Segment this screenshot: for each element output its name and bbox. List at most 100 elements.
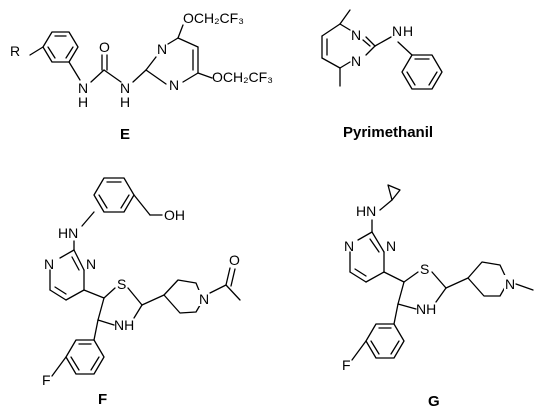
- structure-pyrimethanil: N N N H Pyrimethanil: [321, 9, 443, 141]
- g-atom-n3: N: [505, 276, 515, 292]
- pm-methyl-top: [339, 9, 351, 25]
- g-fph-inner3: [390, 340, 400, 355]
- caption-g: G: [428, 393, 440, 410]
- e-pyr-b1: [145, 56, 157, 71]
- e-o1-bond: [177, 24, 184, 39]
- f-fph-inner3: [90, 356, 100, 371]
- e-pyr-b6: [145, 69, 167, 85]
- e-bond-c-nh2: [103, 69, 122, 83]
- f-atom-s: S: [117, 276, 126, 292]
- f-atom-nh: NH: [114, 317, 134, 333]
- e-atom-o: O: [99, 39, 110, 55]
- g-pyr-inner1: [354, 268, 367, 277]
- caption-pyrimethanil: Pyrimethanil: [343, 124, 433, 141]
- f-pyr-b3: [49, 289, 67, 301]
- g-pyr-b1: [357, 231, 373, 241]
- e-atom-h1: H: [78, 94, 88, 110]
- f-benzene-inner3: [98, 194, 108, 209]
- f-atom-n3: N: [199, 291, 209, 307]
- f-pyr-thz-bond: [83, 289, 105, 299]
- g-fph-inner2: [370, 340, 380, 355]
- e-bond-ring-nh: [68, 61, 81, 81]
- g-atom-n1: N: [344, 238, 354, 254]
- e-atom-n4: N: [169, 77, 179, 93]
- f-atom-f: F: [42, 372, 51, 388]
- f-thz-b3: [133, 304, 143, 319]
- e-atom-n2: N: [120, 80, 130, 96]
- g-pyr-thz-bond: [383, 271, 405, 283]
- e-atom-or1: OCH₂CF₃: [183, 10, 244, 26]
- f-atom-oh: OH: [164, 207, 185, 223]
- f-thz-b4: [97, 319, 115, 326]
- caption-e: E: [120, 126, 130, 143]
- f-co-a: [225, 267, 231, 286]
- f-piperidine-ring: [163, 279, 204, 314]
- g-thz-ph-bond: [393, 303, 399, 325]
- f-pyr-b1: [59, 249, 75, 259]
- pm-bond-c-nh: [374, 36, 392, 47]
- f-fph-inner2: [70, 356, 80, 371]
- g-atom-hn: HN: [356, 203, 376, 219]
- e-atom-r: R: [10, 43, 20, 59]
- g-thz-b4: [397, 303, 417, 310]
- e-o2-bond: [197, 72, 213, 79]
- g-atom-n2: N: [386, 238, 396, 254]
- pm-ring-b3: [321, 57, 341, 69]
- e-pyr-b3: [177, 37, 199, 48]
- e-pyr-b2: [167, 37, 179, 45]
- pm-atom-n1: N: [351, 27, 361, 43]
- structure-g: HN N N S NH N F: [342, 184, 534, 410]
- g-cp-nh-bond: [379, 199, 393, 211]
- e-pyr-b5: [182, 72, 199, 83]
- f-benzene-inner2: [120, 194, 130, 209]
- f-thz-b1: [103, 287, 116, 299]
- e-benzene-inner-bond-2: [65, 46, 74, 59]
- e-r-bond: [29, 46, 44, 56]
- f-n-c-bond: [209, 284, 227, 294]
- f-pyr-inner1: [54, 286, 67, 295]
- pm-bond-nh-ring: [397, 41, 413, 56]
- g-thz-b3: [435, 287, 447, 303]
- g-thz-b5: [397, 281, 405, 305]
- g-atom-f: F: [342, 357, 351, 373]
- pm-ring-b6: [365, 36, 376, 47]
- pm-atom-n2: N: [351, 53, 361, 69]
- g-pyr-b4: [365, 271, 385, 283]
- e-atom-h2: H: [120, 94, 130, 110]
- structure-e: R N H O N H N N OCH₂CF₃ OCH₂CF₃ E: [10, 10, 273, 143]
- e-bond-nh2-pyr: [132, 69, 147, 83]
- pm-ring-b7: [339, 23, 351, 31]
- pm-phenyl-inner3: [406, 71, 416, 86]
- pm-ring-b4: [339, 61, 351, 69]
- e-atom-n3: N: [157, 41, 167, 57]
- pm-ring-inner2: [362, 39, 371, 47]
- f-co-b: [230, 268, 236, 287]
- pm-phenyl-inner2: [428, 71, 438, 86]
- g-thz-pip-bond: [445, 277, 469, 289]
- pm-atom-nh: N: [392, 23, 402, 39]
- f-ch2-bond: [133, 194, 151, 216]
- f-atom-n2: N: [86, 256, 96, 272]
- g-atom-s: S: [420, 261, 429, 277]
- g-pyr-inner2: [369, 238, 380, 253]
- g-atom-nh: NH: [416, 301, 436, 317]
- structure-f: OH HN N N S NH N O: [42, 177, 241, 408]
- g-fluorophenyl-ring: [365, 323, 405, 359]
- g-thz-b2: [431, 271, 447, 289]
- g-n-methyl: [515, 283, 534, 291]
- f-fluorophenyl-ring: [65, 339, 105, 375]
- f-thz-b5: [97, 297, 105, 321]
- pm-phenyl-ring: [401, 54, 443, 90]
- f-pyr-b6: [73, 249, 85, 271]
- f-methyl: [225, 284, 241, 301]
- e-benzene-inner-bond-3: [47, 46, 56, 59]
- e-atom-n1: N: [78, 80, 88, 96]
- f-atom-n1: N: [44, 256, 54, 272]
- f-pyr-b4: [65, 289, 85, 301]
- f-n-mask: [198, 290, 210, 306]
- pm-ring-b5: [365, 45, 376, 56]
- caption-f: F: [98, 391, 107, 408]
- f-f-bond: [51, 356, 67, 377]
- f-thz-b2: [127, 287, 143, 306]
